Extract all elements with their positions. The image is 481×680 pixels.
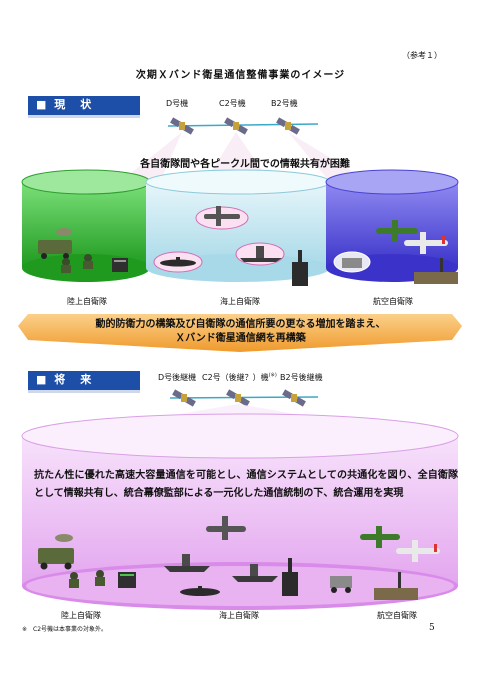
transition-banner <box>18 314 462 352</box>
section-underline-future <box>28 389 140 393</box>
ground-vehicle-icon <box>38 228 72 259</box>
transition-line-1: 動的防衛力の構築及び自衛隊の通信所要の更なる増加を踏まえ、 <box>95 319 386 330</box>
footnote: ※ C2号機は本事業の対象外。 <box>22 626 108 633</box>
equipment-box-icon <box>112 258 128 272</box>
aircraft-icon <box>404 232 448 254</box>
section-label-future: ■ 将 来 <box>28 371 140 390</box>
soldier-icon <box>61 254 93 273</box>
submarine-icon <box>180 586 220 596</box>
footnote-mark: (※) <box>268 372 277 379</box>
unit-label-maritime: 海上自衛隊 <box>219 611 259 620</box>
satellite-link-line <box>167 123 319 127</box>
aircraft-icon <box>396 540 440 562</box>
satellite-label: B2号後継機 <box>280 373 323 382</box>
section-label-current: ■ 現 状 <box>28 96 140 115</box>
unit-label-ground: 陸上自衛隊 <box>67 297 107 306</box>
transition-line-2: Ｘバンド衛星通信網を再構築 <box>175 333 306 344</box>
satellite-label: D号機 <box>166 99 189 108</box>
satellite-label-text: C2号（後継？）機 <box>202 373 269 382</box>
satellite-icon <box>226 389 250 407</box>
ground-vehicle-icon <box>38 534 74 570</box>
transport-aircraft-icon <box>360 526 400 548</box>
satellite-label: C2号機 <box>219 99 246 108</box>
satellite-label-c2: C2号（後継？）機(※) <box>202 372 277 383</box>
destroyer-icon <box>232 564 278 582</box>
unit-label-maritime: 海上自衛隊 <box>220 297 260 306</box>
satellite-icon <box>282 389 306 407</box>
unit-label-air: 航空自衛隊 <box>377 611 417 620</box>
satellite-icon <box>172 389 196 407</box>
satellite-label: D号後継機 <box>158 373 197 382</box>
radar-vehicle-icon <box>330 576 352 593</box>
aircraft-patrol-icon <box>195 206 249 230</box>
page-number: 5 <box>429 623 435 633</box>
submarine-icon <box>153 251 203 273</box>
destroyer-icon <box>235 242 285 266</box>
section-underline-current <box>28 114 140 118</box>
equipment-box-icon <box>118 572 136 588</box>
antenna-base-icon <box>374 572 418 600</box>
destroyer-icon <box>164 554 210 572</box>
beam-ground <box>120 132 182 182</box>
reference-label: （参考１） <box>402 51 442 60</box>
radio-tower-icon <box>282 558 298 596</box>
soldier-icon <box>69 570 105 588</box>
aircraft-patrol-icon <box>206 516 246 540</box>
future-description: 抗たん性に優れた高速大容量通信を可能とし、通信システムとしての共通化を図り、全自… <box>34 470 458 499</box>
document-title: 次期Ｘバンド衛星通信整備事業のイメージ <box>135 70 346 81</box>
radio-tower-icon <box>292 250 308 286</box>
radar-vehicle-icon <box>333 251 371 273</box>
satellite-icon <box>170 117 194 135</box>
satellite-label: B2号機 <box>271 99 298 108</box>
transition-text: 動的防衛力の構築及び自衛隊の通信所要の更なる増加を踏まえ、 Ｘバンド衛星通信網を… <box>0 318 481 346</box>
unit-label-air: 航空自衛隊 <box>373 297 413 306</box>
satellite-icon <box>276 117 300 135</box>
antenna-base-icon <box>414 258 458 284</box>
beam-maritime <box>205 132 270 182</box>
beam-air <box>288 132 370 182</box>
unit-label-ground: 陸上自衛隊 <box>61 611 101 620</box>
problem-text: 各自衛隊間や各ピークル間での情報共有が困難 <box>140 159 350 170</box>
transport-aircraft-icon <box>376 220 418 242</box>
satellite-icon <box>224 117 248 135</box>
